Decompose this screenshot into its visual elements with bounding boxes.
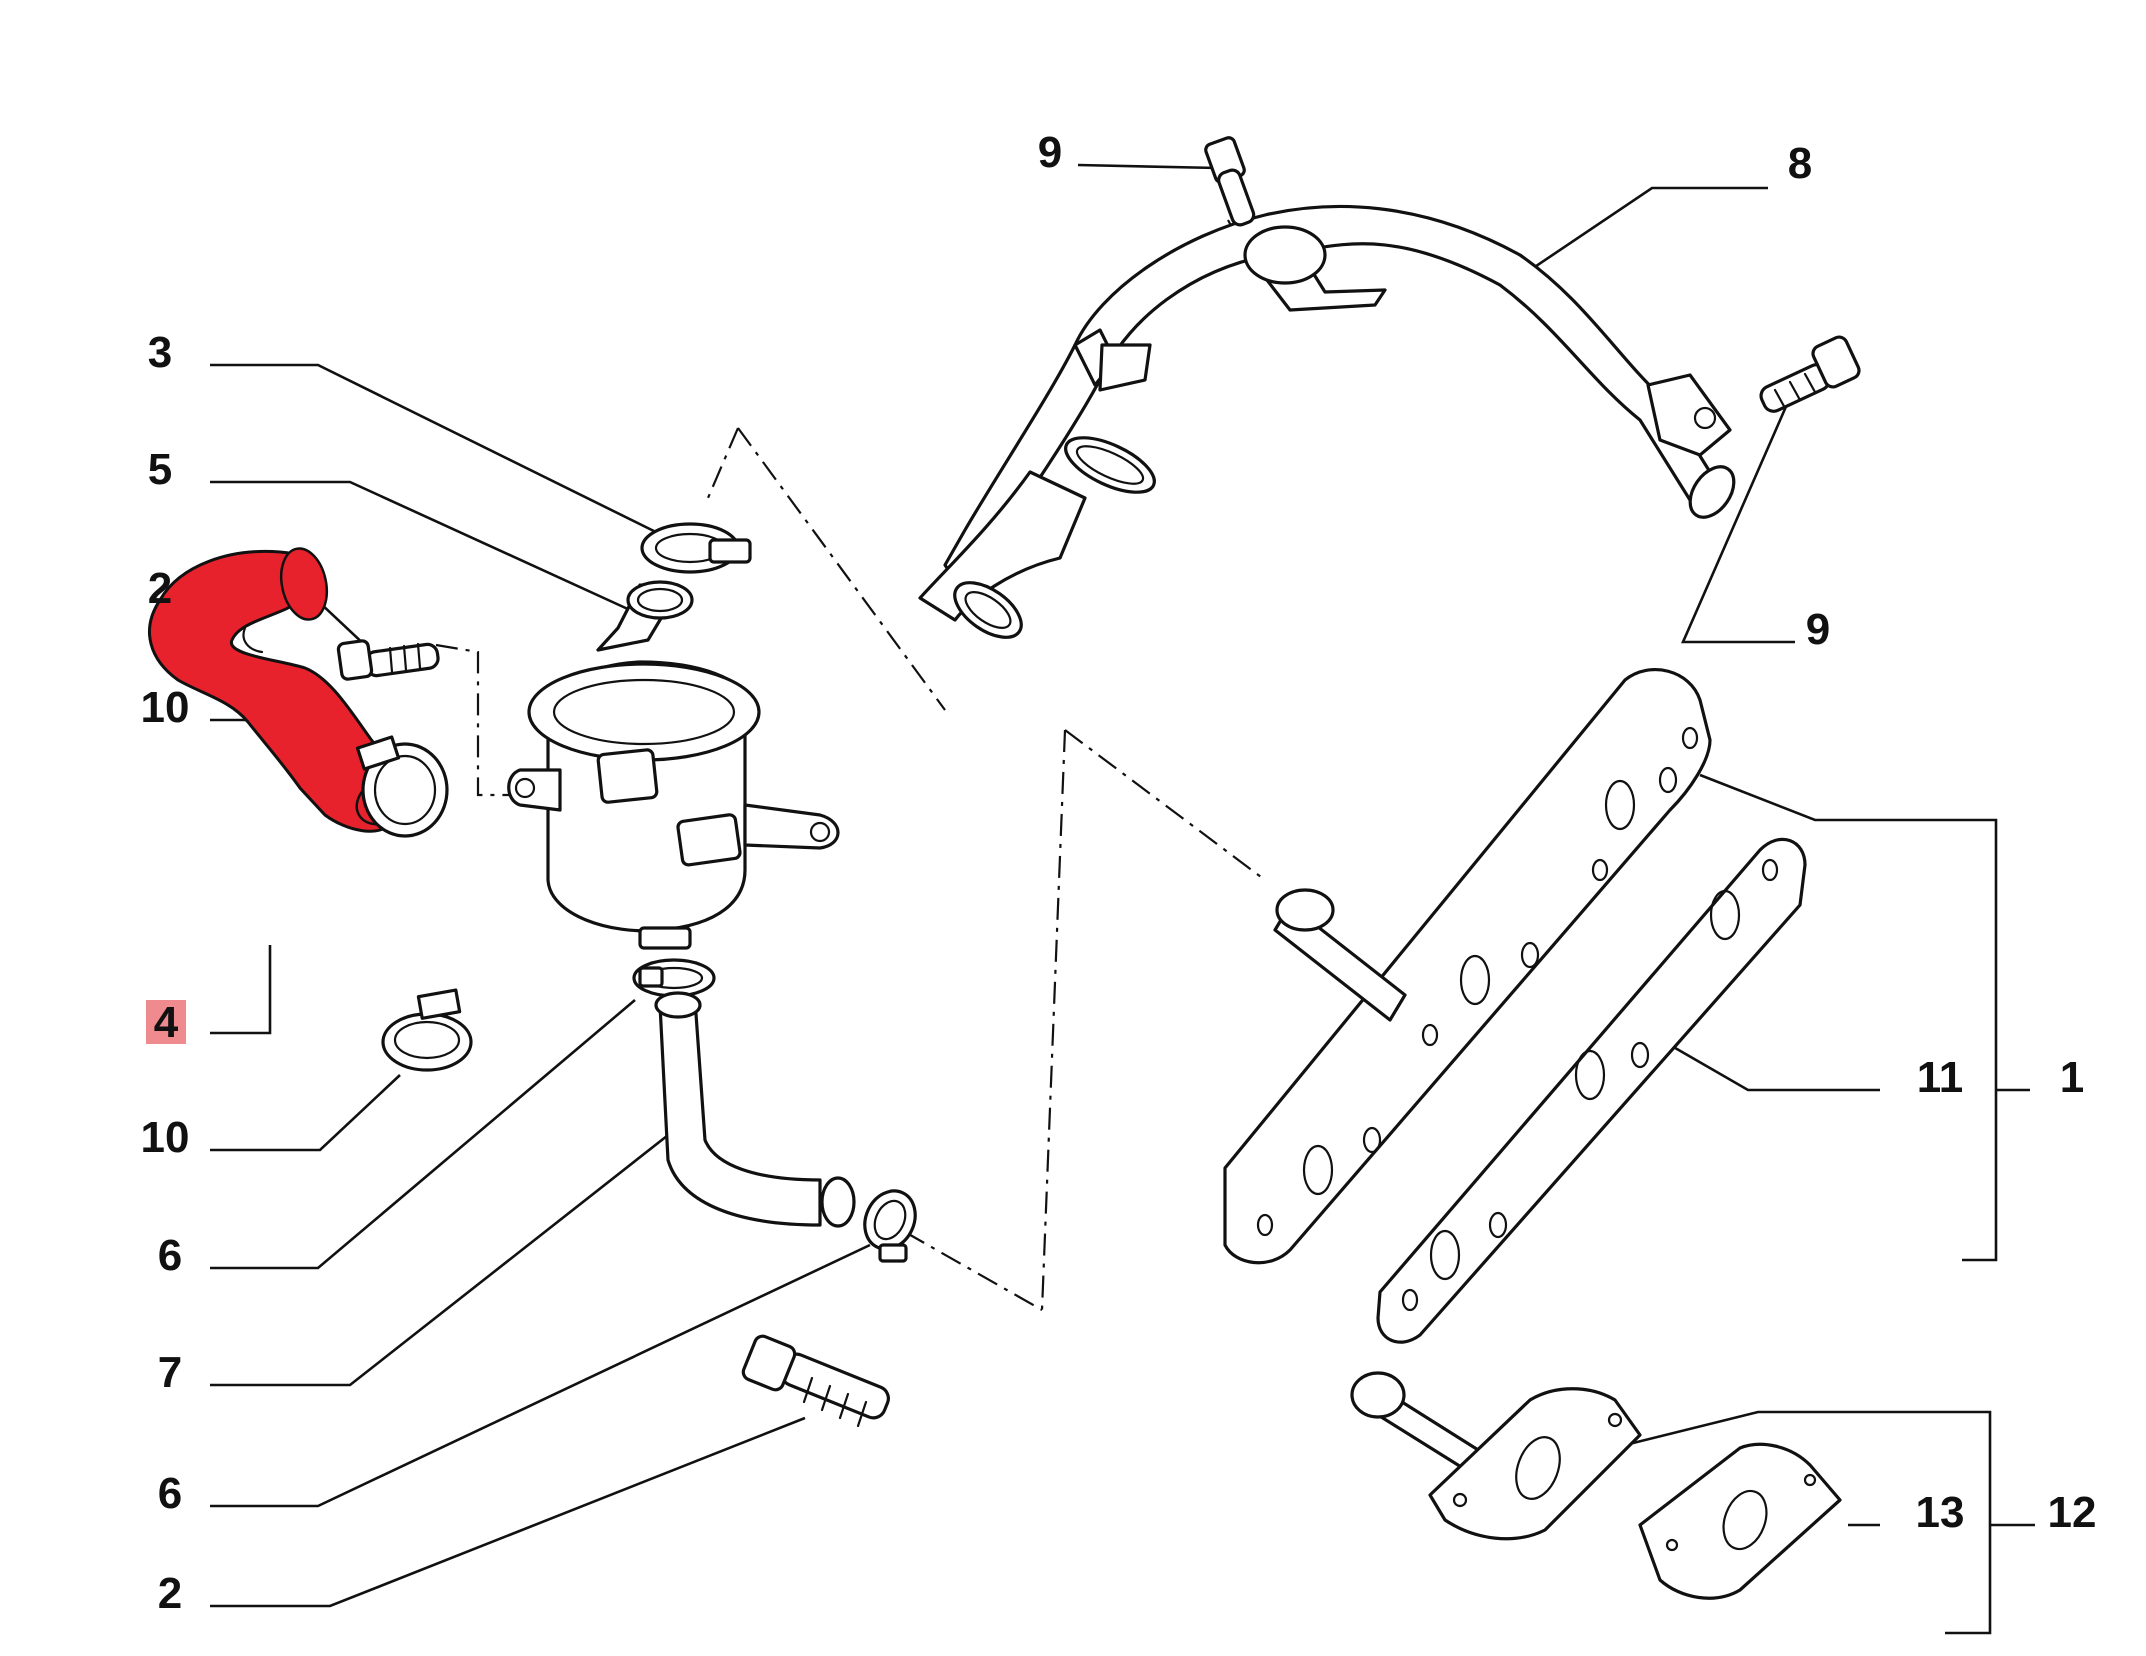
bolt-2-upper	[336, 639, 440, 681]
callout-4: 4	[154, 998, 179, 1047]
gasket-13	[1638, 1442, 1842, 1600]
oil-separator-5	[507, 580, 840, 950]
clamp-10-upper	[355, 735, 449, 838]
flange-12	[1350, 1371, 1642, 1541]
callout-labels: 3 5 2 10 4 10 6 7 6 2 9 8 9 11 1 13 12	[141, 128, 2097, 1618]
callout-9-lower: 9	[1806, 605, 1830, 654]
clamp-10-lower	[381, 988, 473, 1072]
bolt-2-lower	[741, 1334, 890, 1428]
callout-7: 7	[158, 1348, 182, 1397]
callout-2-lower: 2	[158, 1569, 182, 1618]
callout-9-upper: 9	[1038, 128, 1062, 177]
cooler-plate-11	[1223, 668, 1712, 1265]
leader-lines	[210, 163, 2035, 1635]
clamp-3	[640, 522, 752, 574]
callout-4-highlight	[146, 1000, 186, 1044]
hose-4-end-top	[279, 547, 329, 621]
clamp-6-lower	[863, 1189, 917, 1263]
callout-6-upper: 6	[158, 1231, 182, 1280]
callout-5: 5	[148, 445, 172, 494]
gasket-11	[1376, 837, 1807, 1344]
callout-10-lower: 10	[141, 1113, 190, 1162]
callout-13: 13	[1916, 1488, 1965, 1537]
callout-2-upper: 2	[148, 564, 172, 613]
callout-10-upper: 10	[141, 683, 190, 732]
callout-6-lower: 6	[158, 1469, 182, 1518]
bolt-9-lower	[1759, 335, 1861, 413]
bolt-9-upper	[1204, 136, 1256, 227]
callout-8: 8	[1788, 139, 1812, 188]
callout-11: 11	[1917, 1053, 1964, 1102]
callout-1: 1	[2060, 1053, 2084, 1102]
clamp-6-upper	[632, 958, 716, 998]
pipe-8	[918, 204, 1736, 639]
callout-3: 3	[148, 328, 172, 377]
hose-7	[654, 991, 856, 1228]
callout-12: 12	[2048, 1488, 2097, 1537]
stub-pipe-11	[1273, 888, 1407, 1022]
